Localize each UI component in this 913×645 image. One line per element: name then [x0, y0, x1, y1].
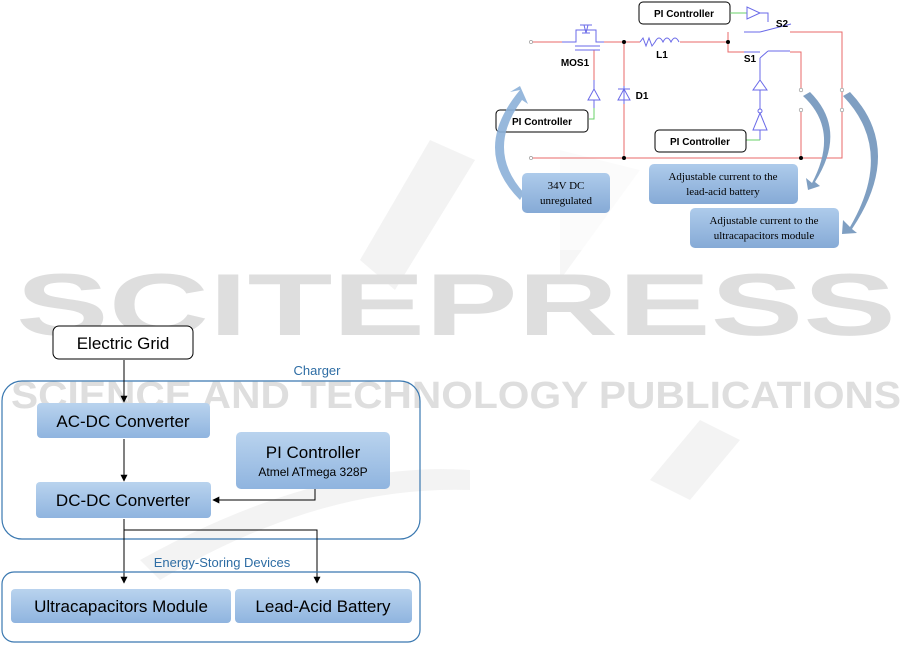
- arrow-dcdc-to-battery: [124, 529, 321, 584]
- d1-label: D1: [636, 91, 649, 102]
- l1-label: L1: [656, 50, 668, 61]
- pi-controller-top-label: PI Controller: [654, 9, 714, 20]
- pi-controller-left-box: [495, 109, 589, 133]
- s1-label: S1: [744, 54, 757, 65]
- gate-driver-left: [587, 80, 601, 108]
- pi-controller-bottom-label: PI Controller: [670, 137, 730, 148]
- ultracapacitors-label: Ultracapacitors Module: [34, 597, 208, 616]
- junction-dot: [726, 40, 730, 44]
- switch-s2: [759, 23, 792, 33]
- ultracap-current-line1: Adjustable current to the: [709, 215, 818, 227]
- switch-s1: [759, 50, 769, 59]
- ac-dc-converter-label: AC-DC Converter: [56, 412, 190, 431]
- charger-group: [1, 380, 421, 540]
- dc-dc-converter-block: [36, 482, 211, 518]
- pi-controller-block: [236, 432, 390, 489]
- pi-controller-subtitle: Atmel ATmega 328P: [258, 465, 367, 479]
- junction-dot: [799, 156, 803, 160]
- ac-dc-converter-block: [37, 403, 210, 438]
- pi-controller-bottom-box: [654, 129, 747, 153]
- diode-symbol: [617, 86, 631, 104]
- battery-current-line2: lead-acid battery: [686, 186, 760, 198]
- storage-group-label: Energy-Storing Devices: [154, 555, 291, 570]
- battery-current-line1: Adjustable current to the: [668, 171, 777, 183]
- ultracap-current-callout: [690, 208, 839, 248]
- dc-dc-converter-label: DC-DC Converter: [56, 491, 190, 510]
- junction-dot: [622, 40, 626, 44]
- lead-acid-battery-label: Lead-Acid Battery: [255, 597, 391, 616]
- junction-dot: [622, 156, 626, 160]
- battery-curved-arrow: [803, 92, 831, 190]
- power-wires: [531, 31, 843, 159]
- inductor-symbol: [639, 36, 680, 48]
- arrow-pi-to-dcdc: [212, 489, 316, 504]
- s2-label: S2: [776, 19, 789, 30]
- lead-acid-battery-block: [235, 589, 412, 623]
- battery-current-callout: [649, 164, 798, 204]
- input-voltage-callout: [522, 173, 610, 213]
- electric-grid-box: [52, 325, 194, 360]
- ultracapacitors-block: [11, 589, 231, 623]
- ultracap-current-line2: ultracapacitors module: [714, 230, 815, 242]
- mosfet-symbol: [562, 24, 604, 51]
- pi-controller-title: PI Controller: [266, 443, 361, 462]
- block-diagram: Electric Grid Charger AC-DC Converter PI…: [1, 325, 421, 643]
- circuit-diagram: MOS1 L1 D1 PI Controller PI Controller S…: [480, 0, 900, 250]
- electric-grid-label: Electric Grid: [77, 334, 170, 353]
- ultracap-curved-arrow: [842, 92, 879, 234]
- input-voltage-line2: unregulated: [540, 195, 592, 207]
- charger-group-label: Charger: [294, 363, 342, 378]
- gate-driver-s1: [752, 58, 768, 140]
- input-curved-arrow: [495, 86, 528, 200]
- storage-group: [1, 571, 421, 643]
- gate-driver-top: [746, 6, 769, 22]
- pi-controller-left-label: PI Controller: [512, 117, 572, 128]
- input-voltage-line1: 34V DC: [548, 180, 585, 192]
- mos1-label: MOS1: [561, 58, 590, 69]
